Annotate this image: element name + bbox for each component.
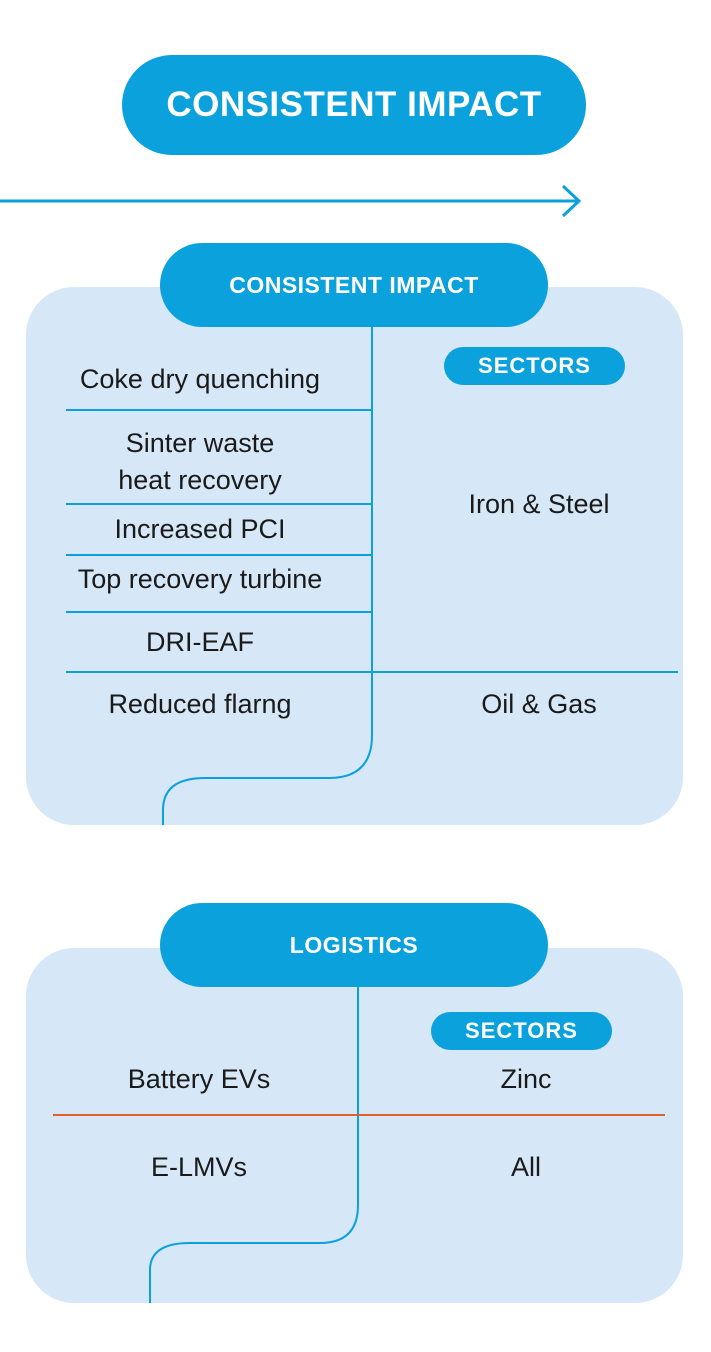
measure-item: Sinter waste heat recovery xyxy=(118,428,282,495)
section2-title-pill: LOGISTICS xyxy=(160,903,548,987)
sector-item: Zinc xyxy=(500,1064,552,1094)
sector-item: Iron & Steel xyxy=(468,489,610,519)
arrow-head-icon xyxy=(561,184,582,218)
sectors-badge: SECTORS xyxy=(444,347,625,385)
sectors-label: SECTORS xyxy=(478,353,591,378)
section1-title-pill: CONSISTENT IMPACT xyxy=(160,243,548,327)
section2-vertical-connector xyxy=(149,970,359,1303)
measure-item: Increased PCI xyxy=(114,514,286,544)
measure-item: E-LMVs xyxy=(150,1152,248,1182)
sector-item: All xyxy=(510,1152,541,1182)
sectors-badge: SECTORS xyxy=(431,1012,612,1050)
measure-item: Battery EVs xyxy=(127,1064,271,1094)
page-title-pill: CONSISTENT IMPACT xyxy=(122,55,586,155)
section-panel-logistics xyxy=(26,948,683,1303)
section1-title: CONSISTENT IMPACT xyxy=(229,271,479,298)
measure-item: Coke dry quenching xyxy=(79,364,321,394)
measure-item: DRI-EAF xyxy=(146,627,254,657)
measure-item: Top recovery turbine xyxy=(77,564,323,594)
measure-item: Reduced flarng xyxy=(108,689,292,719)
section1-vertical-connector xyxy=(162,310,373,825)
section2-title: LOGISTICS xyxy=(289,931,419,958)
page-title: CONSISTENT IMPACT xyxy=(166,85,542,124)
sectors-label: SECTORS xyxy=(465,1018,578,1043)
sector-item: Oil & Gas xyxy=(481,689,597,719)
